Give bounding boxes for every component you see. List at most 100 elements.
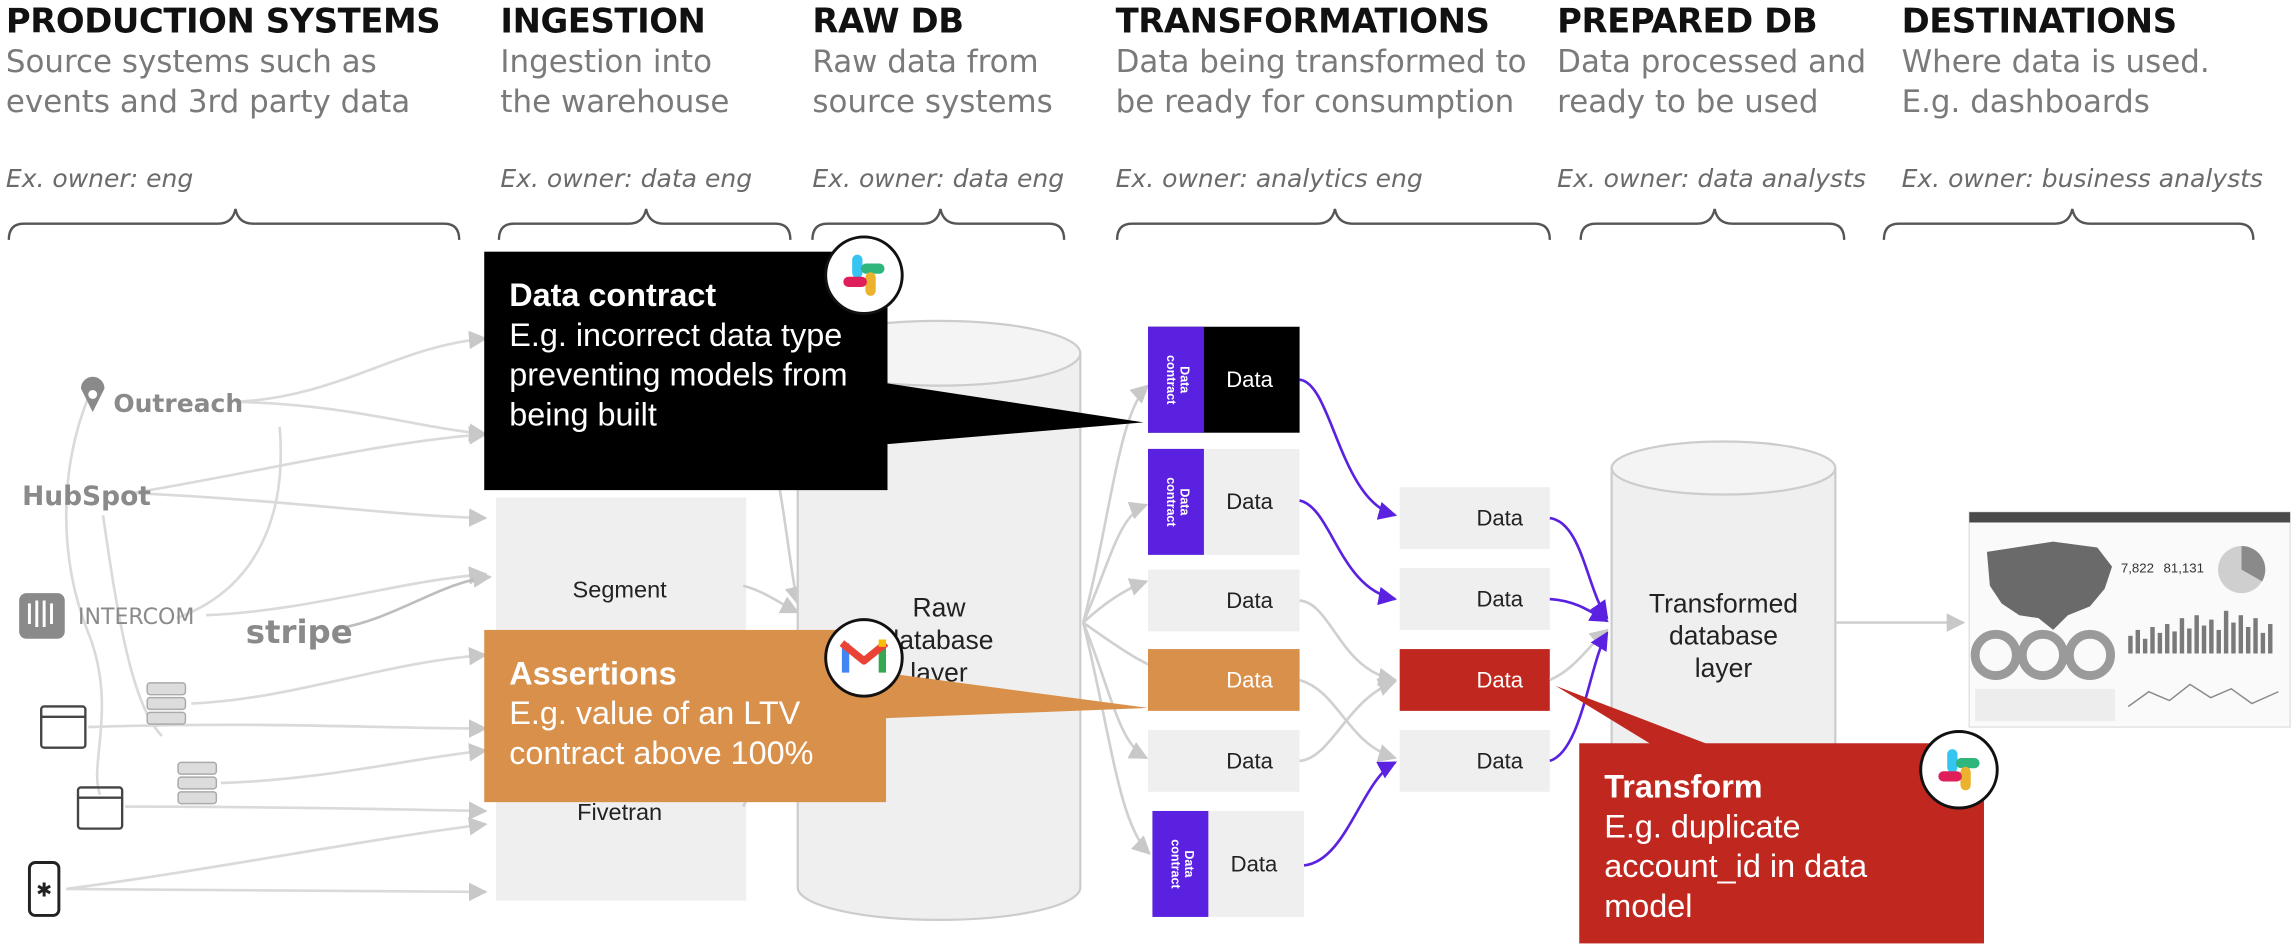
data-node-label: Data — [1226, 667, 1273, 692]
data-node-p2 — [1399, 568, 1550, 630]
contract-tag-line-2: contract — [1169, 839, 1183, 889]
brace-ingestion — [497, 208, 792, 240]
data-node-label: Data — [1226, 588, 1273, 613]
transform-callout: Transform E.g. duplicate account_id in d… — [1579, 743, 1984, 944]
hubspot-logo: HubSpot — [22, 481, 151, 512]
mobile-phone-icon: ✱ — [27, 861, 61, 917]
data-node-label: Data — [1476, 748, 1523, 773]
data-node-label: Data — [1476, 505, 1523, 530]
source-connectors — [64, 330, 492, 902]
bar-sparkline — [2128, 610, 2273, 654]
column-prepared: PREPARED DB Data processed and ready to … — [1557, 0, 1888, 194]
contract-tag-t2 — [1148, 448, 1204, 555]
transformed-db-label-3: layer — [1695, 653, 1753, 683]
column-owner: Ex. owner: analytics eng — [1115, 164, 1423, 195]
column-owner: Ex. owner: data eng — [500, 164, 753, 195]
callout-title: Transform — [1604, 768, 1763, 806]
intercom-logo: INTERCOM — [19, 593, 194, 639]
kpi-value-2: 81,131 — [2164, 561, 2204, 576]
column-description: Data processed and ready to be used — [1557, 44, 1867, 120]
stripe-wordmark: stripe — [246, 613, 353, 651]
prepared-connectors — [1549, 516, 1609, 763]
outreach-logo: Outreach — [80, 376, 243, 418]
column-title: TRANSFORMATIONS — [1115, 2, 1490, 42]
data-contract-callout: Data contract E.g. incorrect data type p… — [484, 251, 888, 491]
stripe-logo: stripe — [246, 613, 353, 651]
contract-tag-t1 — [1148, 326, 1204, 433]
data-node-t5 — [1148, 730, 1300, 792]
callout-body: E.g. incorrect data type preventing mode… — [509, 316, 848, 433]
donut-2 — [2017, 629, 2068, 680]
contract-callout-tail — [883, 382, 1144, 445]
column-production: PRODUCTION SYSTEMS Source systems such a… — [5, 0, 448, 194]
brace-destinations — [1882, 208, 2255, 240]
brace-prepared — [1579, 208, 1846, 240]
segment-label: Segment — [573, 577, 668, 603]
column-description: Data being transformed to be ready for c… — [1115, 44, 1527, 120]
column-description: Source systems such as events and 3rd pa… — [5, 44, 411, 120]
data-node-label: Data — [1476, 586, 1523, 611]
transform-connectors — [1299, 378, 1398, 867]
contract-tag-text: Datacontract — [1169, 839, 1196, 889]
data-node-p4 — [1399, 730, 1550, 792]
contract-tag-line-1: Data — [1177, 366, 1191, 394]
column-transformations: TRANSFORMATIONS Data being transformed t… — [1115, 0, 1550, 194]
brace-production — [7, 208, 461, 240]
column-owner: Ex. owner: data analysts — [1557, 164, 1866, 195]
contract-tag-text: Datacontract — [1164, 355, 1191, 405]
column-destinations: DESTINATIONS Where data is used. E.g. da… — [1901, 0, 2263, 194]
slack-icon — [1919, 730, 1999, 810]
column-owner: Ex. owner: data eng — [812, 164, 1065, 195]
browser-window-icon — [40, 705, 87, 749]
fivetran-label: Fivetran — [577, 799, 662, 825]
callout-title: Assertions — [509, 654, 677, 692]
brace-transformations — [1115, 208, 1551, 240]
slack-icon — [824, 235, 904, 315]
intercom-wordmark: INTERCOM — [78, 605, 194, 630]
column-description: Ingestion into the warehouse — [500, 44, 730, 120]
outreach-wordmark: Outreach — [113, 389, 243, 418]
column-owner: Ex. owner: eng — [5, 164, 194, 195]
column-title: RAW DB — [812, 2, 964, 42]
callout-body: E.g. duplicate account_id in data model — [1604, 808, 1868, 925]
assertions-callout-tail — [883, 672, 1149, 719]
donut-3 — [2064, 629, 2115, 680]
column-description: Where data is used. E.g. dashboards — [1901, 44, 2210, 120]
data-node-t4 — [1148, 649, 1300, 711]
data-node-t3 — [1148, 569, 1300, 632]
gmail-icon — [824, 618, 904, 698]
callout-body: E.g. value of an LTV contract above 100% — [509, 694, 814, 772]
contract-tag-line-2: contract — [1164, 477, 1178, 527]
column-ingestion: INGESTION Ingestion into the warehouse E… — [500, 0, 765, 194]
usa-map-shape — [1986, 541, 2113, 630]
column-title: INGESTION — [500, 2, 706, 42]
data-node-label: Data — [1476, 667, 1523, 692]
line-sparkline — [2127, 683, 2279, 708]
data-node-p1 — [1399, 487, 1550, 549]
column-title: DESTINATIONS — [1901, 2, 2178, 42]
data-node-p3 — [1399, 649, 1550, 711]
column-description: Raw data from source systems — [812, 44, 1053, 120]
data-node-label: Data — [1226, 748, 1273, 773]
donut-1 — [1970, 629, 2021, 680]
contract-tag-line-2: contract — [1164, 355, 1178, 405]
data-node-label: Data — [1231, 851, 1278, 876]
column-rawdb: RAW DB Raw data from source systems Ex. … — [812, 0, 1092, 194]
raw-db-label-1: Raw — [913, 593, 967, 623]
browser-window-icon — [76, 786, 124, 830]
svg-text:✱: ✱ — [36, 878, 52, 901]
data-node-label: Data — [1226, 367, 1273, 392]
data-node-label: Data — [1226, 489, 1273, 514]
contract-tag-line-1: Data — [1182, 850, 1196, 878]
server-icon — [177, 761, 218, 805]
callout-title: Data contract — [509, 276, 717, 314]
column-title: PREPARED DB — [1557, 2, 1818, 42]
contract-tag-t6 — [1152, 810, 1209, 917]
brace-rawdb — [811, 208, 1066, 240]
column-owner: Ex. owner: business analysts — [1901, 164, 2263, 195]
server-icon — [146, 682, 187, 725]
transformed-db-label-2: database — [1669, 621, 1778, 651]
kpi-value-1: 7,822 — [2121, 561, 2154, 576]
transformed-db-label-1: Transformed — [1649, 588, 1798, 618]
